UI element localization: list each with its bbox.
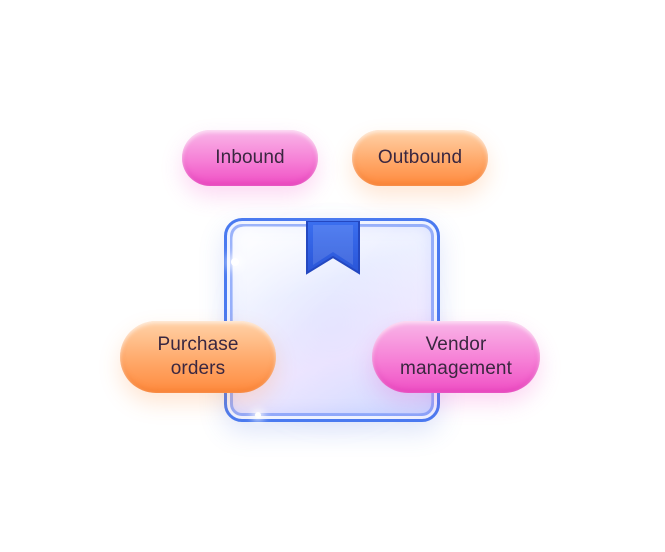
vendor-management-pill: Vendor management	[372, 321, 540, 393]
outbound-pill: Outbound	[352, 130, 488, 186]
purchase-orders-pill: Purchase orders	[120, 321, 276, 393]
box-glint	[231, 258, 239, 266]
box-glint-bottom	[255, 412, 261, 418]
purchase-orders-label: Purchase orders	[157, 333, 238, 381]
inbound-label: Inbound	[215, 147, 285, 168]
vendor-management-line2: management	[400, 358, 512, 379]
bookmark-ribbon-icon	[306, 221, 360, 275]
outbound-label: Outbound	[377, 147, 463, 168]
purchase-orders-line1: Purchase	[157, 334, 239, 355]
vendor-management-label: Vendor management	[400, 333, 512, 381]
purchase-orders-line2: orders	[170, 358, 226, 379]
vendor-management-line1: Vendor	[425, 334, 487, 355]
inbound-pill: Inbound	[182, 130, 318, 186]
